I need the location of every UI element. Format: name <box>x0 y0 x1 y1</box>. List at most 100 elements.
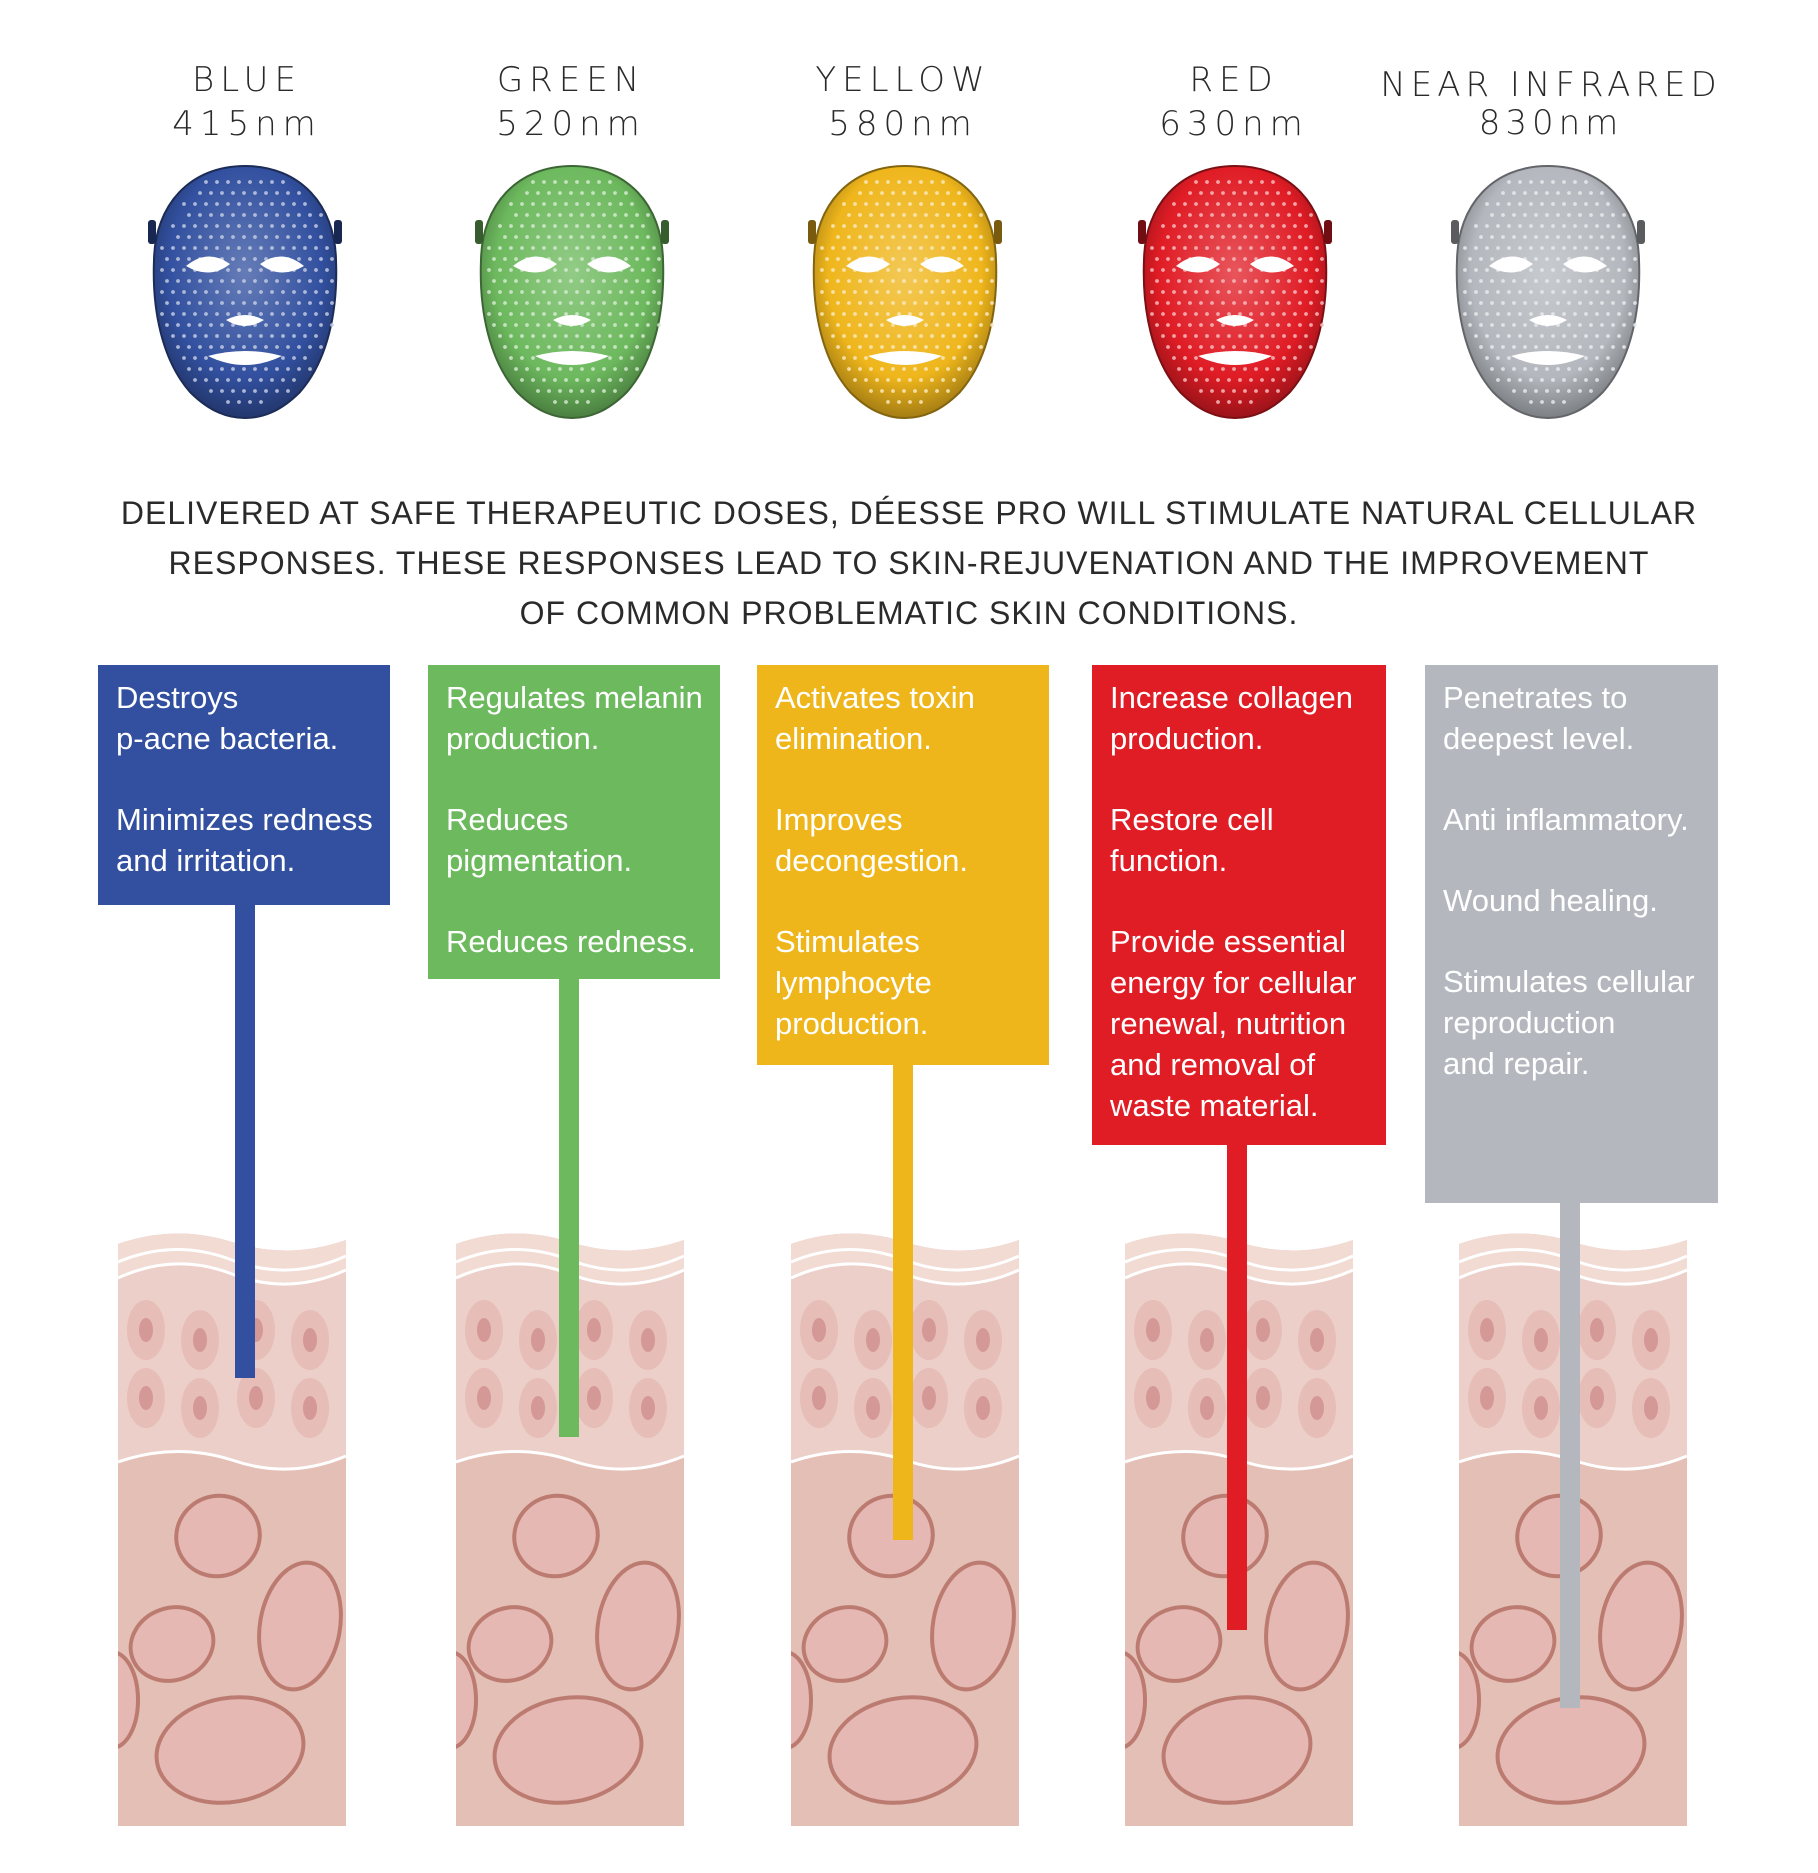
dermis-cell <box>1135 1605 1223 1683</box>
mask-nose-opening <box>1216 315 1254 326</box>
color-name: RED <box>1189 60 1279 100</box>
penetration-stem-yellow <box>893 1060 913 1540</box>
mask-blue-image <box>148 164 342 420</box>
skin-cell-nucleus <box>477 1318 491 1342</box>
benefit-text: Reduces redness. <box>446 924 696 959</box>
dermis-cell <box>1598 1560 1684 1692</box>
benefit-text: Stimulates cellular reproduction and rep… <box>1443 964 1695 1081</box>
dermis-cell <box>1469 1605 1557 1683</box>
dermis-cell <box>791 1651 813 1749</box>
heading-yellow: YELLOW 580nm <box>733 58 1073 146</box>
dermis-cell <box>492 1695 644 1805</box>
dermis-cell <box>801 1605 889 1683</box>
skin-layer-line <box>456 1449 684 1471</box>
benefit-text: Provide essential energy for cellular re… <box>1110 924 1357 1123</box>
dermis-cell <box>154 1695 306 1805</box>
benefit-text: Minimizes redness and irritation. <box>116 802 373 878</box>
skin-surface-line <box>118 1248 346 1272</box>
skin-cell-nucleus <box>1200 1328 1214 1352</box>
skin-cell-nucleus <box>1146 1318 1160 1342</box>
dermis-cell <box>827 1695 979 1805</box>
skin-section-red <box>1125 1233 1353 1826</box>
heading-green: GREEN 520nm <box>401 58 741 146</box>
mask-eye-opening <box>846 256 890 273</box>
mask-side-clip <box>1324 220 1332 244</box>
dermis-cell <box>128 1605 216 1683</box>
mask-eye-opening <box>1250 256 1294 273</box>
wavelength: 415nm <box>172 104 322 144</box>
mask-nose-opening <box>226 315 264 326</box>
mask-nose-opening <box>553 315 591 326</box>
skin-cell-nucleus <box>139 1386 153 1410</box>
mask-side-clip <box>661 220 669 244</box>
skin-cell-nucleus <box>477 1386 491 1410</box>
skin-cell-nucleus <box>976 1396 990 1420</box>
benefit-text: Restore cell function. <box>1110 802 1274 878</box>
mask-side-clip <box>994 220 1002 244</box>
dermis-cell <box>118 1651 140 1749</box>
skin-cell-nucleus <box>303 1396 317 1420</box>
skin-cell-nucleus <box>1256 1386 1270 1410</box>
benefit-text: Activates toxin elimination. <box>775 680 975 756</box>
skin-cell-nucleus <box>193 1328 207 1352</box>
penetration-stem-red <box>1227 1140 1247 1630</box>
mask-nose-opening <box>1529 315 1567 326</box>
skin-layer-line <box>118 1449 346 1471</box>
skin-cell-nucleus <box>866 1328 880 1352</box>
mask-red-image <box>1138 164 1332 420</box>
benefit-text: Wound healing. <box>1443 883 1658 918</box>
mask-side-clip <box>1637 220 1645 244</box>
penetration-stem-green <box>559 975 579 1437</box>
skin-cell-nucleus <box>303 1328 317 1352</box>
mask-yellow-image <box>808 164 1002 420</box>
mask-mouth-opening <box>868 351 942 365</box>
intro-line: RESPONSES. THESE RESPONSES LEAD TO SKIN-… <box>168 545 1650 581</box>
mask-face-shape <box>1142 164 1328 420</box>
color-name: NEAR INFRARED <box>1380 65 1722 105</box>
heading-near-infrared: NEAR INFRARED 830nm <box>1366 66 1736 142</box>
color-name: YELLOW <box>815 60 991 100</box>
skin-cell-nucleus <box>531 1328 545 1352</box>
benefit-text: Penetrates to deepest level. <box>1443 680 1635 756</box>
skin-cell-nucleus <box>1534 1328 1548 1352</box>
mask-eye-opening <box>1563 256 1607 273</box>
mask-eye-opening <box>1176 256 1220 273</box>
color-name: BLUE <box>192 60 302 100</box>
mask-side-clip <box>808 220 816 244</box>
skin-cell-nucleus <box>922 1386 936 1410</box>
dermis-cell <box>930 1560 1016 1692</box>
mask-face-shape <box>812 164 998 420</box>
mask-led-dots <box>160 180 334 404</box>
skin-cell-nucleus <box>1534 1396 1548 1420</box>
mask-nose-opening <box>886 315 924 326</box>
mask-side-clip <box>1451 220 1459 244</box>
dermis-cell <box>1125 1651 1147 1749</box>
mask-led-dots <box>820 180 994 404</box>
skin-cell-nucleus <box>587 1386 601 1410</box>
heading-blue: BLUE 415nm <box>77 58 417 146</box>
mask-eye-opening <box>920 256 964 273</box>
mask-side-clip <box>475 220 483 244</box>
skin-cell-nucleus <box>1480 1318 1494 1342</box>
benefits-box-green: Regulates melanin production. Reduces pi… <box>428 665 720 979</box>
dermis-cell <box>174 1493 262 1579</box>
mask-face-shape <box>1455 164 1641 420</box>
skin-cell-nucleus <box>531 1396 545 1420</box>
skin-cell-nucleus <box>812 1386 826 1410</box>
wavelength: 830nm <box>1478 103 1624 143</box>
mask-side-clip <box>148 220 156 244</box>
skin-cell-nucleus <box>1644 1328 1658 1352</box>
dermis-cell <box>1161 1695 1313 1805</box>
dermis-cell <box>257 1560 343 1692</box>
skin-cell-nucleus <box>1590 1318 1604 1342</box>
mask-mouth-opening <box>1198 351 1272 365</box>
mask-led-dots <box>1463 180 1637 404</box>
penetration-stem-near-infrared <box>1560 1200 1580 1708</box>
intro-text: DELIVERED AT SAFE THERAPEUTIC DOSES, DÉE… <box>60 488 1758 638</box>
dermis-cell <box>1459 1651 1481 1749</box>
benefits-box-yellow: Activates toxin elimination. Improves de… <box>757 665 1049 1065</box>
skin-cell-nucleus <box>641 1328 655 1352</box>
benefits-box-blue: Destroys p-acne bacteria. Minimizes redn… <box>98 665 390 905</box>
skin-layer-line <box>118 1262 346 1286</box>
skin-cell-nucleus <box>1310 1396 1324 1420</box>
